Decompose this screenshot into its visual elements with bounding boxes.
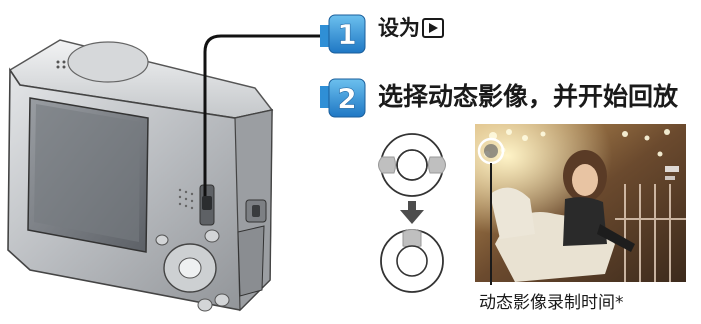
- down-arrow-icon: [400, 201, 424, 224]
- playback-screen-photo: [475, 124, 686, 282]
- step-1-label: 设为: [378, 14, 444, 42]
- step-2-badge: 2: [328, 78, 366, 118]
- right-arrow-highlight-icon: [428, 156, 446, 174]
- recording-time-caption: 动态影像录制时间*: [479, 293, 624, 313]
- left-arrow-highlight-icon: [378, 156, 396, 174]
- step-2-label: 选择动态影像，并开始回放: [378, 82, 679, 111]
- caption-leader-line: [490, 163, 492, 285]
- step-1-badge: 1: [328, 14, 366, 54]
- play-mode-icon: [422, 18, 444, 38]
- step-1-number: 1: [337, 18, 356, 51]
- up-arrow-highlight-icon: [402, 229, 422, 248]
- step-2-connector-bar: [320, 86, 330, 108]
- step-1-connector-bar: [320, 25, 330, 47]
- cursor-pad-up: [380, 229, 444, 293]
- camera-illustration: [7, 34, 330, 312]
- cursor-pad-left-right: [378, 133, 446, 197]
- step-1-text: 设为: [378, 16, 420, 40]
- step-2-number: 2: [337, 82, 356, 115]
